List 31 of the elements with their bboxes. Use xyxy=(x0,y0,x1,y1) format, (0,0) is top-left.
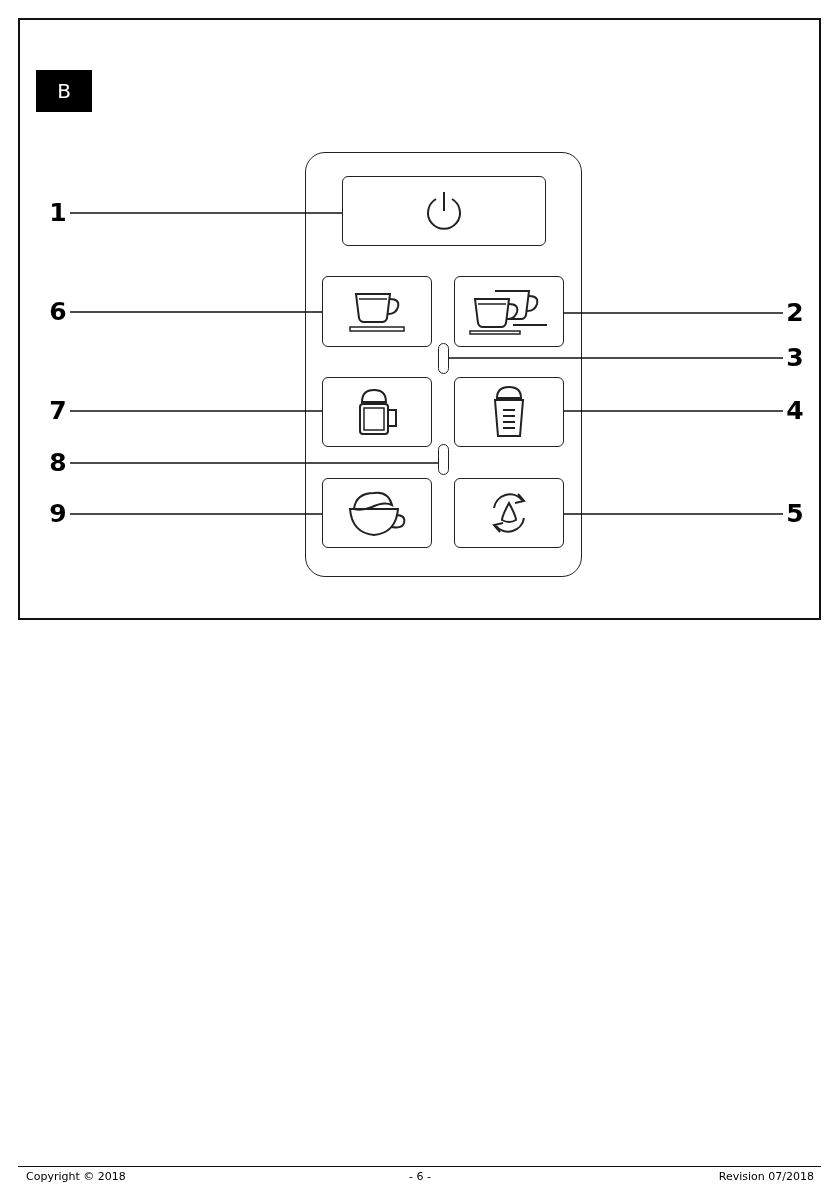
leader-line xyxy=(69,311,323,313)
leader-line xyxy=(69,462,439,464)
callout-number: 9 xyxy=(44,499,72,529)
callout-number: 6 xyxy=(44,297,72,327)
callout-number: 4 xyxy=(781,396,809,426)
leader-line xyxy=(69,410,323,412)
two-cups-button xyxy=(454,276,564,347)
mug-button xyxy=(322,377,432,447)
leader-line xyxy=(69,513,323,515)
foam-cup-button xyxy=(322,478,432,548)
circular-arrows-button xyxy=(454,478,564,548)
leader-line xyxy=(563,513,784,515)
indicator-light xyxy=(438,444,449,475)
power-button xyxy=(342,176,546,246)
indicator-light xyxy=(438,343,449,374)
leader-line xyxy=(69,212,343,214)
callout-number: 7 xyxy=(44,396,72,426)
callout-number: 3 xyxy=(781,343,809,373)
callout-number: 1 xyxy=(44,198,72,228)
callout-number: 2 xyxy=(781,298,809,328)
glass-button xyxy=(454,377,564,447)
leader-line xyxy=(448,357,784,359)
callout-number: 8 xyxy=(44,448,72,478)
section-badge: B xyxy=(36,70,92,112)
page-number: - 6 - xyxy=(408,1170,432,1184)
cup-button xyxy=(322,276,432,347)
revision-text: Revision 07/2018 xyxy=(717,1170,814,1184)
leader-line xyxy=(563,312,784,314)
copyright-text: Copyright © 2018 xyxy=(26,1170,127,1184)
leader-line xyxy=(563,410,784,412)
callout-number: 5 xyxy=(781,499,809,529)
